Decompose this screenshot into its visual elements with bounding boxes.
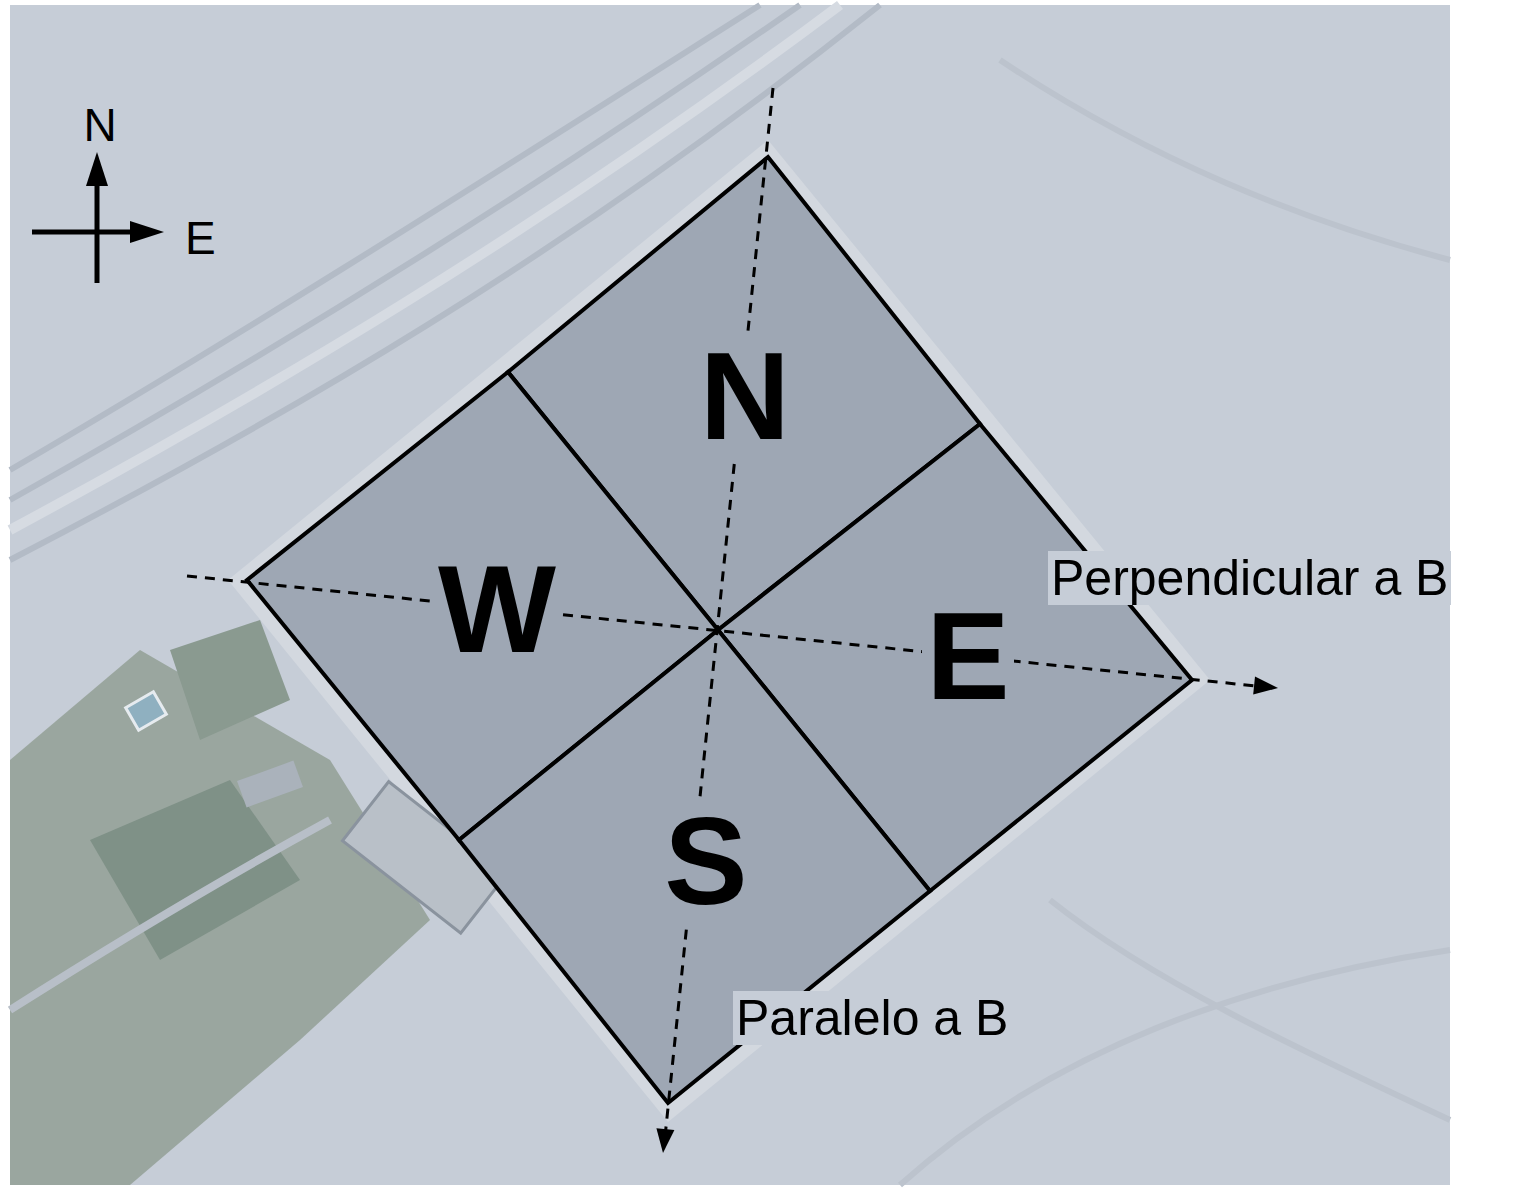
east-arrow — [32, 230, 136, 235]
north-arrow-head — [86, 152, 108, 186]
parallel-axis-head — [656, 1128, 674, 1153]
quadrant-label-holder: W — [434, 546, 560, 671]
quadrant-label-holder: E — [922, 593, 1013, 718]
perpendicular-axis-head — [1253, 677, 1278, 695]
label-holder: E — [185, 215, 216, 261]
compass-letter: E — [185, 215, 216, 261]
compass-letter: N — [83, 102, 116, 148]
axis-label: Perpendicular a B — [1048, 551, 1451, 605]
quadrant-letter: E — [922, 593, 1013, 718]
quadrant-letter: N — [696, 333, 794, 458]
label-holder: Paralelo a B — [733, 991, 1011, 1045]
parallel-axis — [666, 88, 774, 1132]
field-margin — [228, 140, 1210, 1122]
axis-label: Paralelo a B — [733, 991, 1011, 1045]
east-arrow-head — [130, 221, 164, 243]
quadrant-letter: W — [434, 546, 560, 671]
quadrant-letter: S — [660, 798, 751, 923]
quadrant-label-holder: N — [696, 333, 794, 458]
label-holder: N — [83, 102, 116, 148]
label-holder: Perpendicular a B — [1048, 551, 1451, 605]
quadrant-label-holder: S — [660, 798, 751, 923]
